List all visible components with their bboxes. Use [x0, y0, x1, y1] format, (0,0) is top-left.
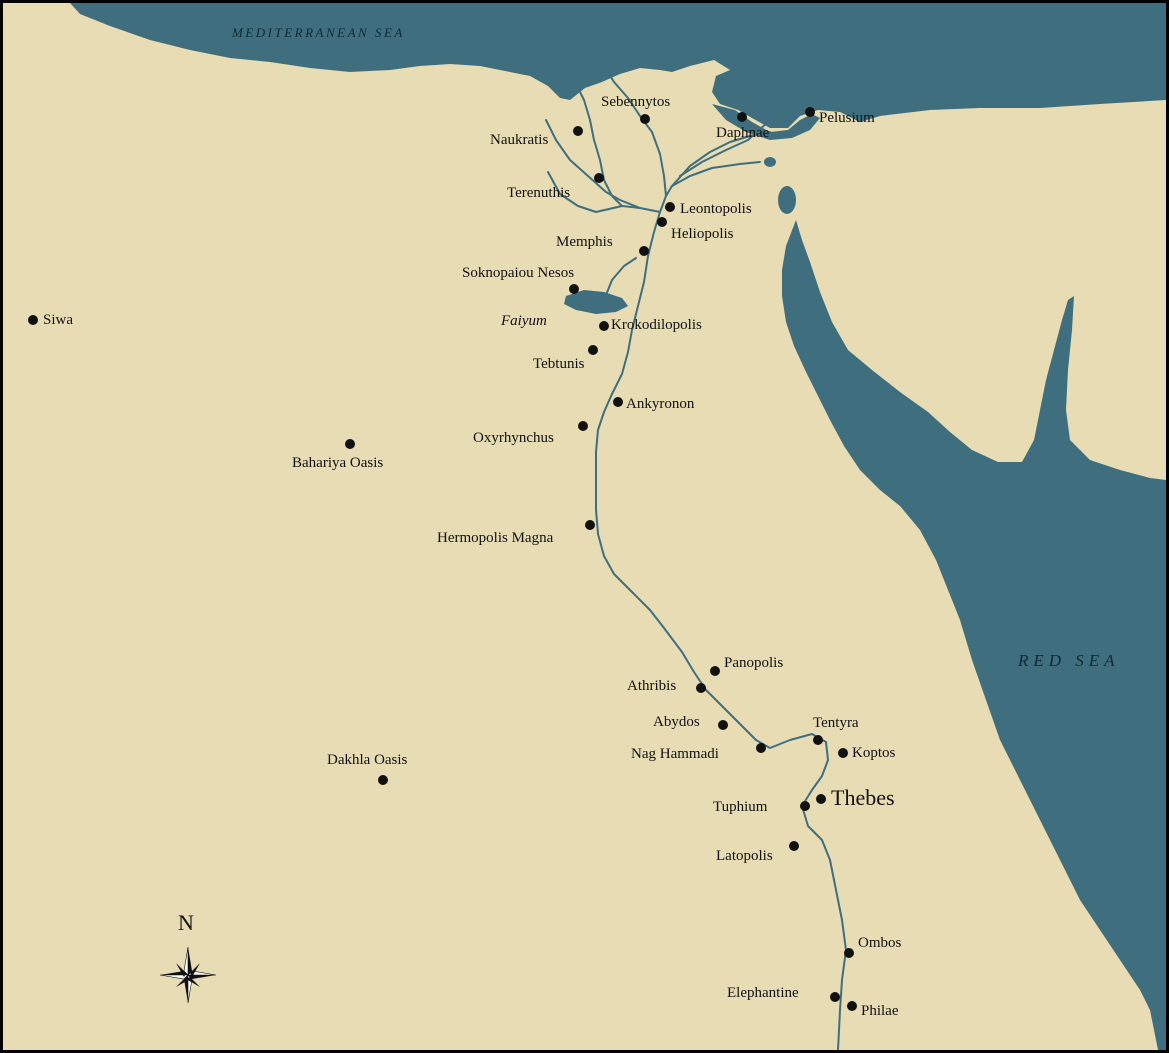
koptos-marker[interactable] — [838, 748, 848, 758]
naukratis-label[interactable]: Naukratis — [490, 132, 549, 148]
bahr-yusuf-canal — [603, 257, 637, 301]
nag-hammadi-label[interactable]: Nag Hammadi — [631, 746, 719, 762]
mediterranean-sea-area — [70, 3, 1166, 128]
krokodilopolis-label[interactable]: Krokodilopolis — [611, 317, 702, 333]
siwa-marker[interactable] — [28, 315, 38, 325]
daphnae-marker[interactable] — [737, 112, 747, 122]
tentyra-label[interactable]: Tentyra — [813, 715, 859, 731]
compass-rose-icon — [159, 946, 217, 1004]
philae-marker[interactable] — [847, 1001, 857, 1011]
ombos-marker[interactable] — [844, 948, 854, 958]
oxyrhynchus-label[interactable]: Oxyrhynchus — [473, 430, 554, 446]
bitter-lake-area — [778, 186, 796, 214]
panopolis-label[interactable]: Panopolis — [724, 655, 784, 671]
pelusium-marker[interactable] — [805, 107, 815, 117]
daphnae-label[interactable]: Daphnae — [716, 125, 770, 141]
faiyum-label: Faiyum — [501, 313, 547, 329]
city-markers — [28, 107, 857, 1011]
thebes-marker[interactable] — [816, 794, 826, 804]
leontopolis-marker[interactable] — [665, 202, 675, 212]
red-sea-label: RED SEA — [1018, 651, 1120, 670]
abydos-label[interactable]: Abydos — [653, 714, 700, 730]
latopolis-label[interactable]: Latopolis — [716, 848, 773, 864]
krokodilopolis-marker[interactable] — [599, 321, 609, 331]
sebennytos-label[interactable]: Sebennytos — [601, 94, 671, 110]
heliopolis-marker[interactable] — [657, 217, 667, 227]
sebennytos-marker[interactable] — [640, 114, 650, 124]
latopolis-marker[interactable] — [789, 841, 799, 851]
abydos-marker[interactable] — [718, 720, 728, 730]
philae-label[interactable]: Philae — [861, 1003, 899, 1019]
tebtunis-marker[interactable] — [588, 345, 598, 355]
timsah-lake-area — [764, 157, 776, 167]
faiyum-lake-area — [564, 290, 628, 314]
elephantine-label[interactable]: Elephantine — [727, 985, 799, 1001]
koptos-label[interactable]: Koptos — [852, 745, 896, 761]
memphis-label[interactable]: Memphis — [556, 234, 613, 250]
ombos-label[interactable]: Ombos — [858, 935, 902, 951]
thebes-label[interactable]: Thebes — [831, 785, 895, 810]
athribis-marker[interactable] — [696, 683, 706, 693]
delta-channel-b — [547, 171, 623, 213]
red-sea-area — [782, 220, 1166, 1050]
ankyronon-label[interactable]: Ankyronon — [626, 396, 695, 412]
athribis-label[interactable]: Athribis — [627, 678, 677, 694]
nile-branch-west — [559, 39, 661, 213]
soknopaiou-nesos-marker[interactable] — [569, 284, 579, 294]
eastern-canal — [671, 161, 761, 187]
nag-hammadi-marker[interactable] — [756, 743, 766, 753]
tebtunis-label[interactable]: Tebtunis — [533, 356, 585, 372]
bahariya-oasis-label[interactable]: Bahariya Oasis — [292, 455, 384, 471]
soknopaiou-nesos-label[interactable]: Soknopaiou Nesos — [462, 265, 575, 281]
terenuthis-marker[interactable] — [594, 173, 604, 183]
heliopolis-label[interactable]: Heliopolis — [671, 226, 734, 242]
dakhla-oasis-label[interactable]: Dakhla Oasis — [327, 752, 408, 768]
tuphium-label[interactable]: Tuphium — [713, 799, 768, 815]
compass-north-label: N — [178, 910, 194, 935]
pelusium-label[interactable]: Pelusium — [819, 110, 875, 126]
bahariya-oasis-marker[interactable] — [345, 439, 355, 449]
tuphium-marker[interactable] — [800, 801, 810, 811]
ankyronon-marker[interactable] — [613, 397, 623, 407]
delta-channel-a — [545, 119, 641, 209]
hermopolis-magna-label[interactable]: Hermopolis Magna — [437, 530, 554, 546]
nile-branch-northeast — [679, 103, 807, 177]
memphis-marker[interactable] — [639, 246, 649, 256]
elephantine-marker[interactable] — [830, 992, 840, 1002]
terenuthis-label[interactable]: Terenuthis — [507, 185, 571, 201]
hermopolis-magna-marker[interactable] — [585, 520, 595, 530]
nile-river — [595, 185, 847, 1051]
leontopolis-label[interactable]: Leontopolis — [680, 201, 752, 217]
dakhla-oasis-marker[interactable] — [378, 775, 388, 785]
oxyrhynchus-marker[interactable] — [578, 421, 588, 431]
nile-branch-middle — [589, 27, 667, 197]
mediterranean-sea-label: MEDITERRANEAN SEA — [232, 25, 405, 40]
siwa-label[interactable]: Siwa — [43, 312, 73, 328]
tentyra-marker[interactable] — [813, 735, 823, 745]
panopolis-marker[interactable] — [710, 666, 720, 676]
naukratis-marker[interactable] — [573, 126, 583, 136]
